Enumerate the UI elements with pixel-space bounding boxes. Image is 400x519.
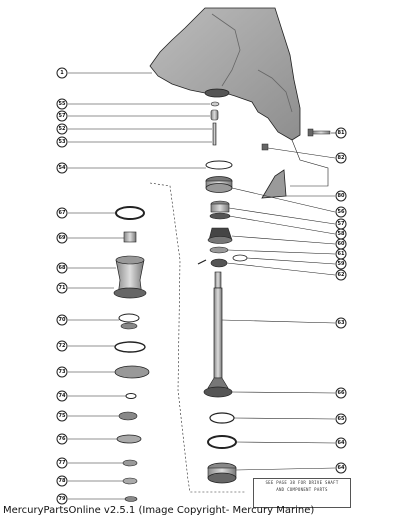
callout-75[interactable]: 75 — [56, 410, 68, 422]
callout-label: 80 — [338, 193, 345, 199]
callout-label: 56 — [338, 209, 345, 215]
callout-label: 57 — [338, 221, 345, 227]
callout-label: 54 — [59, 165, 66, 171]
callout-62[interactable]: 62 — [335, 269, 347, 281]
callout-label: 60 — [338, 241, 345, 247]
callout-label: 64 — [338, 440, 345, 446]
callout-label: 82 — [338, 155, 345, 161]
callout-label: 66 — [338, 390, 345, 396]
upper-small-parts[interactable] — [205, 101, 233, 193]
callout-64-lower[interactable]: 64 — [335, 462, 347, 474]
left-parts-column[interactable] — [113, 206, 150, 502]
callout-label: 55 — [59, 101, 66, 107]
callout-57-lower[interactable]: 57 — [335, 218, 347, 230]
callout-label: 74 — [59, 393, 66, 399]
callout-label: 71 — [59, 285, 66, 291]
callout-label: 62 — [338, 272, 345, 278]
callout-label: 61 — [338, 251, 345, 257]
callout-label: 58 — [338, 231, 345, 237]
gear-housing[interactable] — [149, 7, 301, 141]
bracket-and-bolts[interactable] — [261, 128, 331, 199]
callout-53[interactable]: 53 — [56, 136, 68, 148]
callout-82[interactable]: 82 — [335, 152, 347, 164]
callout-59[interactable]: 59 — [335, 258, 347, 270]
callout-76[interactable]: 76 — [56, 433, 68, 445]
callout-60[interactable]: 60 — [335, 238, 347, 250]
callout-65[interactable]: 65 — [335, 413, 347, 425]
callout-label: 59 — [338, 261, 345, 267]
callout-label: 64 — [338, 465, 345, 471]
lower-bearings[interactable] — [207, 412, 237, 484]
callout-label: 1 — [60, 70, 64, 76]
callout-label: 69 — [59, 235, 66, 241]
callout-69[interactable]: 69 — [56, 232, 68, 244]
callout-label: 63 — [338, 320, 345, 326]
callout-56[interactable]: 56 — [335, 206, 347, 218]
callout-57-upper[interactable]: 57 — [56, 110, 68, 122]
callout-64-upper[interactable]: 64 — [335, 437, 347, 449]
leader-lines — [68, 72, 336, 500]
copyright-footer: MercuryPartsOnline v2.5.1 (Image Copyrig… — [3, 505, 315, 516]
callout-70[interactable]: 70 — [56, 314, 68, 326]
callout-54[interactable]: 54 — [56, 162, 68, 174]
callout-label: 68 — [59, 265, 66, 271]
callout-78[interactable]: 78 — [56, 475, 68, 487]
callout-74[interactable]: 74 — [56, 390, 68, 402]
callout-66[interactable]: 66 — [335, 387, 347, 399]
pinion-gear-stack[interactable] — [197, 200, 248, 268]
callout-63[interactable]: 63 — [335, 317, 347, 329]
callout-52[interactable]: 52 — [56, 123, 68, 135]
callout-label: 70 — [59, 317, 66, 323]
callout-label: 81 — [338, 130, 345, 136]
callout-67[interactable]: 67 — [56, 207, 68, 219]
callout-label: 65 — [338, 416, 345, 422]
callout-81[interactable]: 81 — [335, 127, 347, 139]
callout-label: 73 — [59, 369, 66, 375]
callout-label: 52 — [59, 126, 66, 132]
drive-shaft[interactable] — [203, 271, 233, 398]
callout-label: 76 — [59, 436, 66, 442]
callout-55[interactable]: 55 — [56, 98, 68, 110]
callout-58[interactable]: 58 — [335, 228, 347, 240]
callout-label: 53 — [59, 139, 66, 145]
callout-79[interactable]: 79 — [56, 493, 68, 505]
callout-label: 77 — [59, 460, 66, 466]
note-line-1: SEE PAGE 38 FOR DRIVE SHAFT — [265, 480, 339, 485]
callout-72[interactable]: 72 — [56, 340, 68, 352]
callout-68[interactable]: 68 — [56, 262, 68, 274]
callout-73[interactable]: 73 — [56, 366, 68, 378]
callout-label: 72 — [59, 343, 66, 349]
callout-label: 67 — [59, 210, 66, 216]
callout-label: 57 — [59, 113, 66, 119]
callout-80[interactable]: 80 — [335, 190, 347, 202]
drive-shaft-reference-note: SEE PAGE 38 FOR DRIVE SHAFT AND COMPONEN… — [253, 478, 351, 508]
callout-label: 75 — [59, 413, 66, 419]
callout-1[interactable]: 1 — [56, 67, 68, 79]
note-line-2: AND COMPONENT PARTS — [276, 487, 328, 492]
callout-77[interactable]: 77 — [56, 457, 68, 469]
callout-label: 79 — [59, 496, 66, 502]
callout-71[interactable]: 71 — [56, 282, 68, 294]
callout-label: 78 — [59, 478, 66, 484]
callout-61[interactable]: 61 — [335, 248, 347, 260]
